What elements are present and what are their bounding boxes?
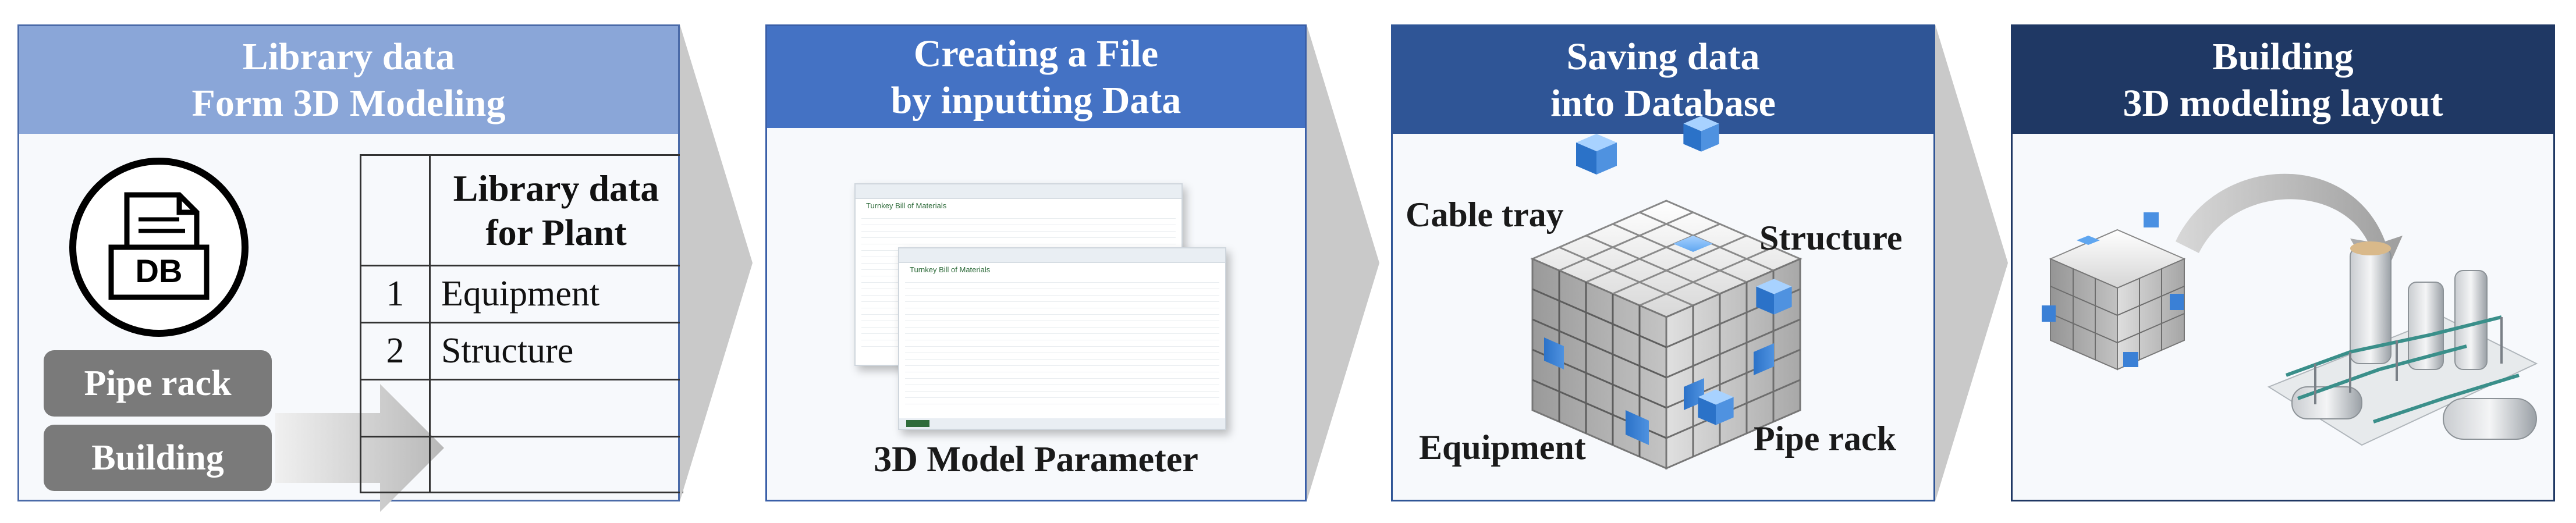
table-row: 2 Structure: [360, 322, 683, 380]
panel-saving-database: Saving data into Database: [1391, 24, 1935, 501]
plant-library-table: Library data for Plant 1 Equipment 2 Str…: [360, 154, 683, 493]
panel-header-creating-file: Creating a File by inputting Data: [767, 26, 1305, 128]
chevron-arrow-3: [1935, 24, 2008, 501]
table-header-line1: Library data: [453, 167, 659, 209]
database-document-icon: DB: [69, 158, 249, 337]
chevron-arrow-2: [1307, 24, 1379, 501]
chevron-arrow-1: [680, 24, 753, 501]
table-row: 1 Equipment: [360, 265, 683, 323]
table-row-num: [360, 436, 431, 493]
floating-data-block-icon: [1576, 134, 1617, 175]
plant-layout-illustration: [2042, 173, 2538, 446]
cable-tray-label: Cable tray: [1406, 195, 1564, 234]
pipe-rack-label: Pipe rack: [1754, 419, 1896, 458]
sheet-toolbar: [899, 248, 1225, 263]
panel-title-line2: 3D modeling layout: [2123, 81, 2443, 124]
building-button: Building: [44, 425, 272, 491]
sheet-tab-bar: [899, 418, 1225, 429]
table-row-label: Structure: [429, 322, 683, 380]
structure-label: Structure: [1759, 219, 1903, 257]
floating-data-block-icon: [1698, 389, 1734, 425]
db-icon-label: DB: [136, 252, 183, 289]
table-row-label: [429, 436, 683, 493]
equipment-label: Equipment: [1419, 428, 1586, 467]
floating-data-block-icon: [1756, 279, 1792, 315]
table-row-label: Equipment: [429, 265, 683, 323]
panel-title-line2: into Database: [1550, 81, 1776, 124]
panel-title-line2: Form 3D Modeling: [191, 81, 506, 124]
sheet-grid: [905, 276, 1219, 407]
model-parameter-caption: 3D Model Parameter: [874, 440, 1198, 479]
panel-building-layout: Building 3D modeling layout: [2011, 24, 2555, 501]
table-row-num: 1: [360, 265, 431, 323]
panel-title-line1: Building: [2212, 35, 2354, 78]
table-row: [360, 379, 683, 437]
table-header-row: Library data for Plant: [360, 154, 683, 266]
panel-title-line1: Creating a File: [913, 32, 1159, 75]
table-header-cell: Library data for Plant: [429, 154, 683, 266]
table-row-num: 2: [360, 322, 431, 380]
panel-title-line1: Saving data: [1566, 35, 1760, 78]
floating-data-block-icon: [1683, 116, 1719, 152]
table-row: [360, 436, 683, 493]
panel-library-data: Library data Form 3D Modeling DB Pipe ra…: [17, 24, 683, 512]
panel-header-saving-database: Saving data into Database: [1393, 26, 1933, 134]
panel-creating-file: Creating a File by inputting Data Turnke…: [765, 24, 1307, 501]
table-row-num: [360, 379, 431, 437]
table-header-line2: for Plant: [485, 211, 627, 253]
spreadsheet-thumbnail-front: Turnkey Bill of Materials: [898, 247, 1226, 430]
table-row-label: [429, 379, 683, 437]
table-num-header: [360, 154, 431, 266]
pipe-rack-button: Pipe rack: [44, 350, 272, 417]
panel-title-line2: by inputting Data: [890, 79, 1181, 122]
sheet-title: Turnkey Bill of Materials: [866, 201, 947, 210]
panel-header-building-layout: Building 3D modeling layout: [2013, 26, 2553, 134]
sheet-tab: [906, 420, 929, 427]
sheet-toolbar: [856, 184, 1181, 199]
sheet-title: Turnkey Bill of Materials: [910, 265, 991, 274]
panel-header-library-data: Library data Form 3D Modeling: [19, 26, 678, 134]
panel-title-line1: Library data: [242, 35, 455, 78]
